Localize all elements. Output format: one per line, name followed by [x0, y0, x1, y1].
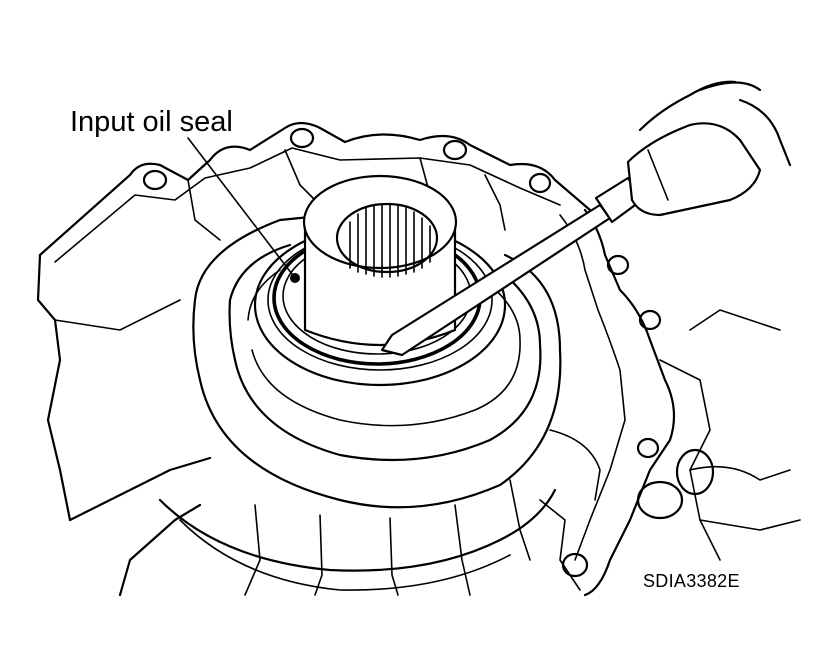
case-right-boss	[636, 480, 684, 520]
case-rib	[187, 179, 221, 241]
callout-leader	[187, 137, 296, 279]
hand-outline	[638, 80, 792, 167]
screwdriver-handle-band	[647, 149, 669, 201]
hand-outline	[698, 81, 762, 92]
right-flange-outline	[583, 208, 676, 597]
bell-housing-lower	[179, 519, 511, 591]
case-left-wall	[36, 253, 72, 522]
bolt-hole	[638, 309, 662, 331]
screwdriver-handle	[626, 122, 762, 217]
input-shaft-top	[302, 174, 458, 270]
bell-rib	[509, 479, 531, 561]
bolt-hole	[442, 139, 468, 161]
bell-rib	[314, 514, 323, 596]
bell-rib	[244, 504, 261, 596]
case-rib	[484, 174, 506, 231]
housing-ring-mid	[228, 243, 542, 462]
bolt-hole	[606, 254, 630, 276]
bolt-hole	[289, 127, 315, 149]
callout-label: Input oil seal	[70, 106, 233, 138]
bolt-hole	[142, 169, 168, 191]
bell-rib	[454, 504, 471, 596]
figure-id: SDIA3382E	[643, 571, 740, 591]
bell-rib	[389, 517, 399, 596]
case-bottom-flange	[118, 503, 202, 597]
bolt-hole	[636, 437, 660, 459]
case-flange-inner	[54, 147, 561, 263]
case-right-detail	[539, 499, 581, 591]
case-left-rib	[54, 299, 181, 331]
input-shaft-bore	[335, 202, 439, 274]
input-shaft-splines	[349, 204, 431, 278]
case-right-detail	[549, 429, 601, 501]
case-right-detail	[699, 519, 801, 531]
housing-ring-outer	[192, 213, 562, 509]
case-lower-left	[68, 456, 212, 522]
case-right-detail	[689, 465, 791, 481]
bolt-hole	[528, 172, 552, 194]
case-rib	[284, 149, 316, 201]
bell-housing-lower	[158, 488, 557, 572]
right-flange-inner	[559, 214, 626, 561]
case-outer-outline	[38, 121, 592, 257]
case-right-detail	[689, 309, 781, 331]
case-right-boss	[675, 448, 715, 496]
bolt-hole	[561, 552, 589, 578]
